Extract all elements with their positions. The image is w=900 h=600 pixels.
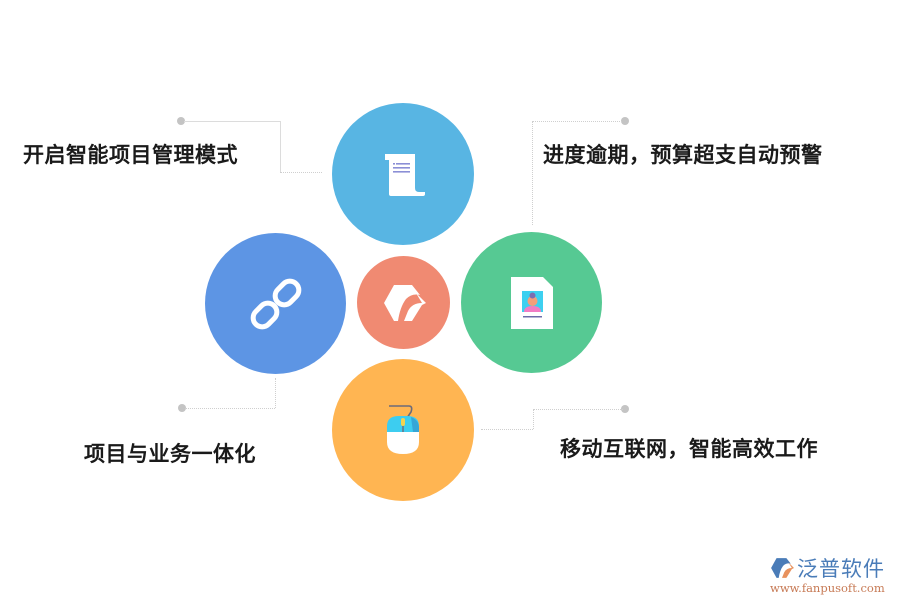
center-circle [357, 256, 450, 349]
connector-dot-bottom-left [178, 404, 186, 412]
label-bottom-right: 移动互联网，智能高效工作 [560, 437, 818, 461]
label-top-right: 进度逾期，预算超支自动预警 [543, 143, 823, 167]
connector-line [533, 409, 534, 429]
connector-line [532, 121, 533, 225]
connector-line [533, 409, 623, 410]
fanpu-logo-icon [383, 284, 426, 321]
connector-line [280, 121, 281, 172]
brand-logo-icon [771, 558, 794, 578]
node-left-circle [205, 233, 346, 374]
connector-line [275, 378, 276, 408]
brand-url: www.fanpusoft.com [770, 581, 885, 595]
node-right-circle [461, 232, 602, 373]
node-bottom-circle [332, 359, 474, 501]
chain-link-icon [250, 278, 301, 329]
connector-line [280, 172, 322, 173]
connector-line [184, 121, 280, 122]
scroll-document-icon [385, 154, 425, 196]
watermark-logo: 泛普软件 www.fanpusoft.com [770, 553, 885, 595]
brand-name: 泛普软件 [797, 557, 885, 581]
label-bottom-left: 项目与业务一体化 [84, 442, 256, 466]
connector-dot-bottom-right [621, 405, 629, 413]
connector-line [481, 429, 533, 430]
node-top-circle [332, 103, 474, 245]
connector-line [185, 408, 275, 409]
profile-document-icon [510, 276, 553, 329]
connector-dot-top-left [177, 117, 185, 125]
connector-dot-top-right [621, 117, 629, 125]
label-top-left: 开启智能项目管理模式 [23, 143, 238, 167]
connector-line [532, 121, 622, 122]
computer-mouse-icon [387, 405, 419, 454]
